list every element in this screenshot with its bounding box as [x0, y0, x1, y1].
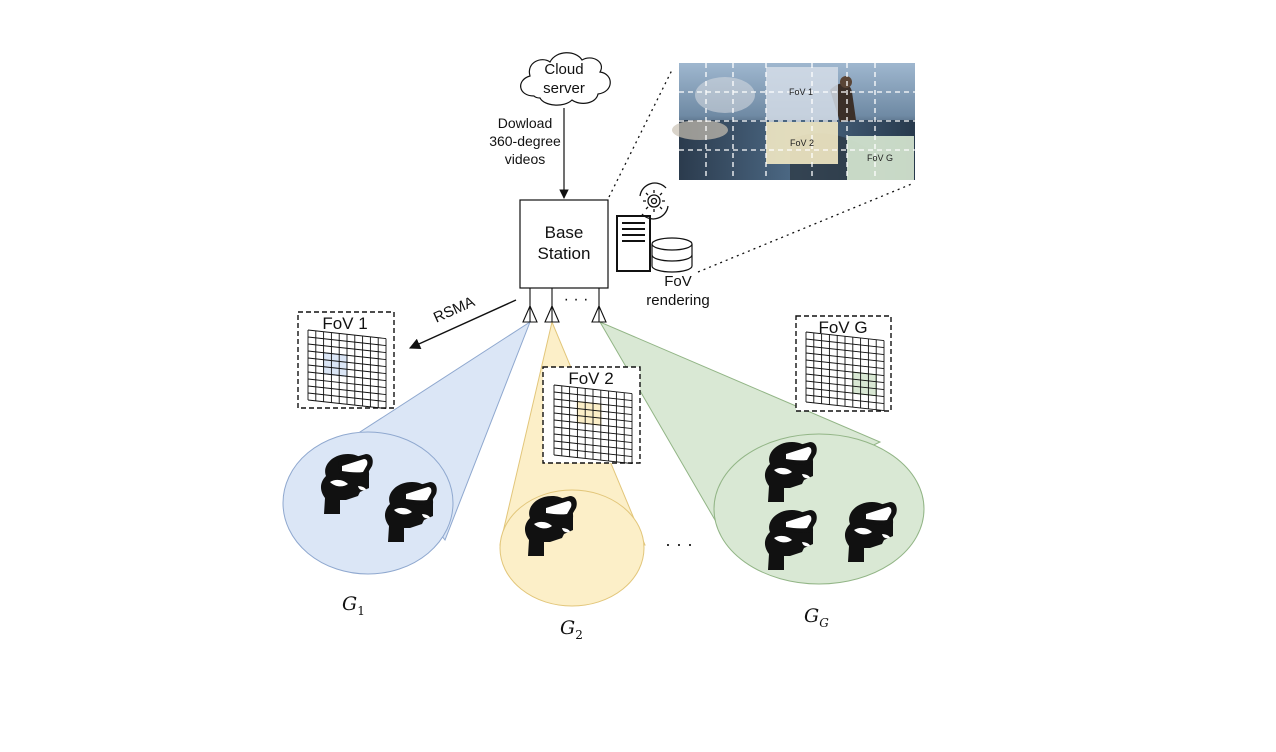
antenna-dots: · · · [564, 291, 589, 308]
fov-grid-1 [307, 329, 387, 410]
server-icon [616, 215, 651, 272]
group-label-1: G1 [342, 593, 365, 618]
fov-highlight-region [576, 401, 602, 426]
fov-grid-g [805, 331, 885, 412]
panorama-fov1-region [766, 67, 838, 120]
base-station-label-line1: Base [545, 223, 584, 242]
zoom-line-bottom [697, 182, 915, 273]
base-station-box [519, 199, 609, 289]
panorama-fov2-label: FoV 2 [790, 138, 814, 148]
cloud-server: Cloud server [520, 52, 611, 106]
panorama-fov1-label: FoV 1 [789, 87, 813, 97]
rsma-label: RSMA [431, 293, 478, 326]
database-icon [651, 237, 693, 273]
group-label-2: G2 [560, 617, 583, 642]
download-label-line1: Dowload [498, 115, 552, 131]
panorama-fovg-label: FoV G [867, 153, 893, 163]
panorama-image: FoV 1 FoV 2 FoV G [672, 63, 915, 180]
download-label-line3: videos [505, 151, 545, 167]
group1-ellipse [282, 431, 454, 575]
rsma-arrow [408, 299, 517, 349]
download-label-line2: 360-degree [489, 133, 561, 149]
base-station-label-line2: Station [538, 244, 591, 263]
group-label-g: GG [804, 605, 829, 630]
antenna-array [522, 288, 607, 323]
fov-box-2-title: FoV 2 [568, 369, 613, 388]
panorama-fovg-region [847, 136, 914, 180]
fov-grid-2 [553, 384, 633, 465]
cloud-label-line1: Cloud [544, 61, 583, 78]
gear-icon [639, 182, 669, 220]
fov-box-g-title: FoV G [818, 318, 867, 337]
fov-box-1: FoV 1 [297, 311, 395, 410]
fov-box-2: FoV 2 [542, 366, 641, 465]
fov-highlight-region [852, 371, 877, 397]
fov-grid-line [307, 329, 387, 340]
rendering-label-line2: rendering [646, 292, 709, 309]
fov-box-1-title: FoV 1 [322, 314, 367, 333]
rendering-label-line1: FoV [664, 273, 692, 290]
fov-highlight-region [323, 352, 348, 377]
fov-box-g: FoV G [795, 315, 892, 412]
group-ellipsis-dots: · · · [665, 534, 693, 554]
zoom-line-top [608, 69, 673, 198]
cloud-label-line2: server [543, 80, 585, 97]
panorama-fov2-region [766, 122, 838, 164]
cloud-icon [520, 52, 611, 106]
fov-grid-line [553, 384, 633, 395]
fov-grid-line [805, 331, 885, 342]
